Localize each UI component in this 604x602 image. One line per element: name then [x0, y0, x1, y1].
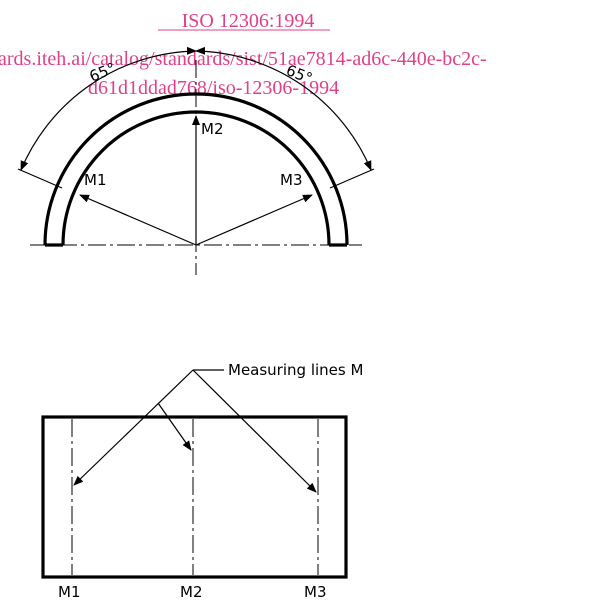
watermark-url-line-1: ards.iteh.ai/catalog/standards/sist/51ae…: [0, 48, 487, 70]
bottom-label-m3: M3: [304, 583, 327, 601]
top-label-m2: M2: [201, 120, 224, 138]
callout-leader-m3: [192, 369, 317, 493]
callout-leader-m2: [157, 402, 192, 451]
angle-dimension-right: [186, 46, 372, 171]
top-label-m3: M3: [280, 171, 303, 189]
angle-dimension-left: [20, 46, 206, 171]
bottom-label-m1: M1: [58, 583, 81, 601]
iso-standard-link-text[interactable]: ISO 12306:1994: [182, 10, 315, 32]
iso-standard-link[interactable]: ISO 12306:1994: [158, 10, 330, 32]
radial-line-m1: [79, 194, 197, 246]
bottom-view: Measuring lines M M1 M2 M3: [41, 361, 363, 601]
bottom-label-m2: M2: [180, 583, 203, 601]
callout-leader-m1: [73, 369, 194, 486]
top-label-m1: M1: [84, 171, 107, 189]
radial-line-m3: [195, 194, 313, 246]
extension-line-right: [329, 168, 375, 189]
measuring-lines-callout: Measuring lines M: [228, 361, 363, 379]
shell-rectangle: [41, 415, 348, 579]
extension-line-left: [17, 168, 63, 189]
